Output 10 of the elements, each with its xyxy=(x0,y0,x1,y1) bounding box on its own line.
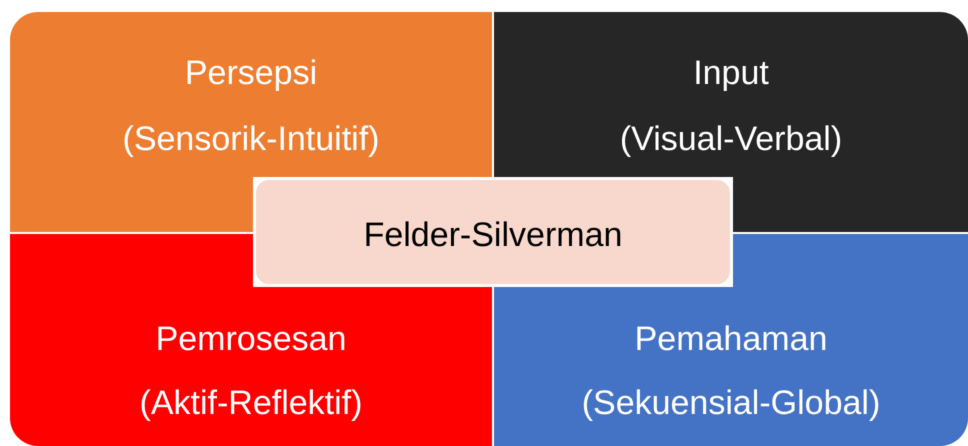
subtitle-text: (Aktif-Reflektif) xyxy=(138,386,364,420)
subtitle-text: (Visual-Verbal) xyxy=(618,122,844,156)
center-box xyxy=(253,177,733,287)
heading-text: Pemrosesan xyxy=(154,322,348,356)
subtitle-text: (Sekuensial-Global) xyxy=(580,386,882,420)
heading-text: Pemahaman xyxy=(634,322,828,356)
subtitle-text: (Sensorik-Intuitif) xyxy=(122,122,380,156)
heading-text: Persepsi xyxy=(184,56,318,90)
heading-text: Felder-Silverman xyxy=(362,218,624,252)
heading-text: Input xyxy=(692,56,770,90)
